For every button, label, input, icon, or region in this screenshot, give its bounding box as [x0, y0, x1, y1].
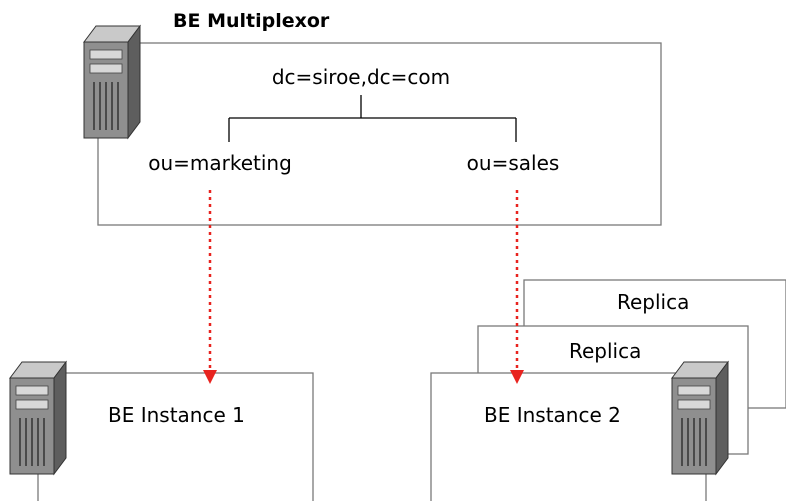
arrow-sales — [510, 190, 524, 384]
branch-marketing-label: ou=marketing — [148, 151, 292, 175]
instance-2-label: BE Instance 2 — [484, 403, 621, 427]
server-tower-icon — [9, 361, 67, 475]
arrow-marketing — [203, 190, 217, 384]
dn-tree-connector — [228, 95, 517, 142]
multiplexor-title: BE Multiplexor — [173, 10, 330, 32]
replica-label-middle: Replica — [569, 339, 641, 363]
replica-label-back: Replica — [617, 290, 689, 314]
branch-sales-label: ou=sales — [467, 151, 560, 175]
instance-1-frame — [37, 372, 314, 501]
server-tower-icon — [671, 361, 729, 475]
root-dn-label: dc=siroe,dc=com — [272, 65, 450, 89]
instance-2-frame — [430, 372, 707, 501]
instance-1-label: BE Instance 1 — [108, 403, 245, 427]
server-tower-icon — [83, 25, 141, 139]
